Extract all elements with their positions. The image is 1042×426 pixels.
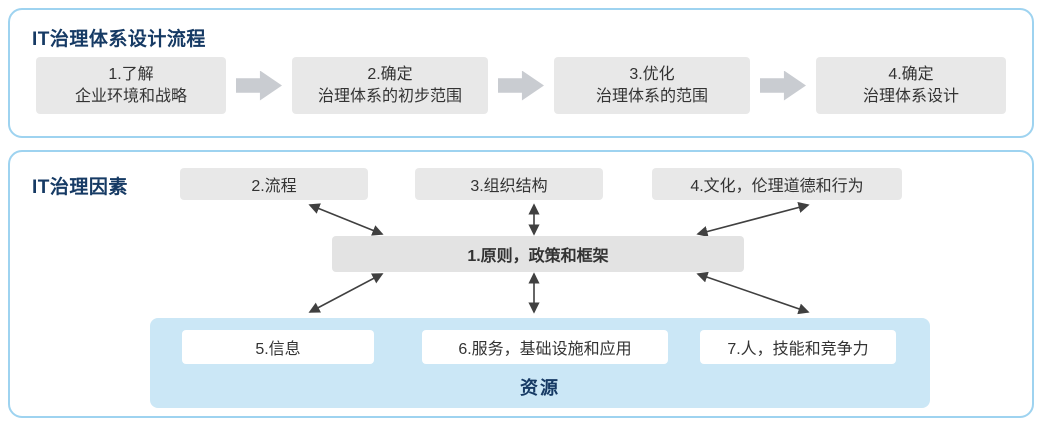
flow-step-3-line2: 治理体系的范围 <box>595 87 708 105</box>
flow-step-2-line1: 2.确定 <box>367 65 413 83</box>
resource-box-people: 7.人，技能和竞争力 <box>700 330 896 364</box>
factors-panel: IT治理因素 2.流程 3.组织结构 4.文化，伦理道德和行为 1.原则，政策和… <box>8 150 1034 418</box>
resource-box-information: 5.信息 <box>182 330 374 364</box>
resource-box-services: 6.服务，基础设施和应用 <box>422 330 668 364</box>
right-arrow-icon <box>236 70 282 101</box>
flow-step-1: 1.了解 企业环境和战略 <box>36 57 226 114</box>
flow-step-1-line2: 企业环境和战略 <box>74 87 187 105</box>
factor-box-process: 2.流程 <box>180 168 368 200</box>
resources-container: 5.信息 6.服务，基础设施和应用 7.人，技能和竞争力 资源 <box>150 318 930 408</box>
factor-box-culture: 4.文化，伦理道德和行为 <box>652 168 902 200</box>
right-arrow-icon <box>498 70 544 101</box>
double-arrow-up-right-icon <box>696 202 810 237</box>
double-arrow-down-right-icon <box>696 271 810 315</box>
factor-box-structure: 3.组织结构 <box>415 168 603 200</box>
flow-step-2-line2: 治理体系的初步范围 <box>317 87 462 105</box>
flow-step-4: 4.确定 治理体系设计 <box>816 57 1006 114</box>
right-arrow-icon <box>760 70 806 101</box>
flow-row: 1.了解 企业环境和战略 2.确定 治理体系的初步范围 3.优化 治理体系的范围… <box>10 57 1032 114</box>
flow-step-4-line2: 治理体系设计 <box>862 87 959 105</box>
flow-step-3: 3.优化 治理体系的范围 <box>554 57 750 114</box>
factors-panel-title: IT治理因素 <box>32 177 128 198</box>
double-arrow-up-left-icon <box>308 203 384 236</box>
resources-label: 资源 <box>520 378 560 398</box>
double-arrow-down-left-icon <box>308 273 384 313</box>
flow-step-4-line1: 4.确定 <box>888 65 934 83</box>
flow-step-2: 2.确定 治理体系的初步范围 <box>292 57 488 114</box>
flow-step-3-line1: 3.优化 <box>629 65 675 83</box>
principles-box: 1.原则，政策和框架 <box>332 236 744 272</box>
flow-step-1-line1: 1.了解 <box>108 65 154 83</box>
flow-panel: IT治理体系设计流程 1.了解 企业环境和战略 2.确定 治理体系的初步范围 3… <box>8 8 1034 138</box>
flow-panel-title: IT治理体系设计流程 <box>32 29 206 50</box>
